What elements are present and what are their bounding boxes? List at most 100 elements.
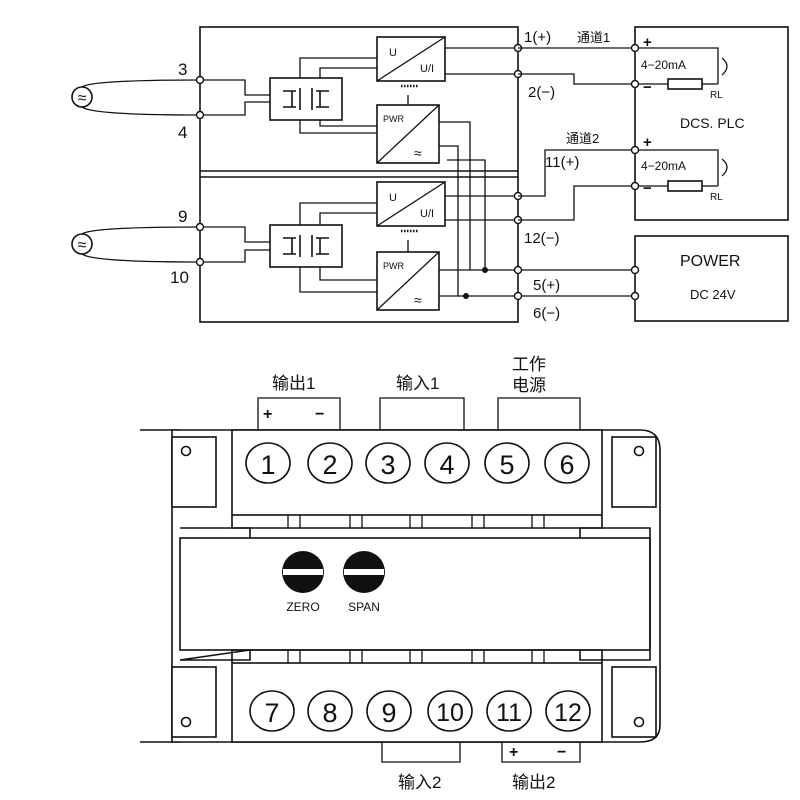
bracket-in2 <box>381 742 461 763</box>
plc-loop1-wire <box>635 47 719 84</box>
ac2-upper-lead <box>81 226 201 235</box>
ch1-pwr-wave: ≈ <box>414 145 422 161</box>
terminal-label-10: 10 <box>170 268 189 287</box>
group-label-out1: 输出1 <box>272 374 315 393</box>
plc-node <box>630 43 640 53</box>
top-terminal-block <box>231 429 603 516</box>
ch1-u-label: U <box>389 47 397 59</box>
terminal-number: 2 <box>322 450 337 480</box>
node-4 <box>195 110 205 120</box>
zero-potentiometer[interactable] <box>282 551 324 593</box>
terminal-number: 3 <box>380 450 395 480</box>
node-3 <box>195 75 205 85</box>
ch2-iso-to-pwr <box>299 267 377 293</box>
ch1-iso-to-u-2 <box>319 67 377 78</box>
ch2-minus-to-plc <box>518 185 635 221</box>
ch2-in-wire-b <box>200 249 270 263</box>
ch1-iso-to-pwr-2 <box>319 120 377 127</box>
plc-current-arrow-2 <box>721 158 728 177</box>
node-9 <box>195 222 205 232</box>
bottom-block-ribs <box>287 650 545 663</box>
plc-ch2-minus: − <box>643 180 652 197</box>
plc-ch2-plus: + <box>643 134 652 151</box>
ch2-pwr-diagonal <box>376 251 440 311</box>
span-potentiometer[interactable] <box>343 551 385 593</box>
zero-label: ZERO <box>286 600 319 614</box>
plc-node <box>630 181 640 191</box>
terminal-1[interactable]: 1 <box>245 442 291 484</box>
terminal-5[interactable]: 5 <box>484 442 530 484</box>
ch1-iso-to-pwr <box>299 120 377 134</box>
top-block-lip <box>231 515 603 529</box>
ch1-pwr-diagonal <box>376 104 440 164</box>
bracket-out1 <box>257 397 341 430</box>
ch1-in-wire-a <box>200 79 270 96</box>
ch1-isolator-symbol <box>283 88 329 110</box>
span-label: SPAN <box>348 600 380 614</box>
ch2-in-wire-a <box>200 226 270 243</box>
ch2-iso-to-u-2 <box>319 212 377 225</box>
plc-load-resistor-2 <box>667 180 703 192</box>
top-block-ribs <box>287 515 545 528</box>
terminal-3[interactable]: 3 <box>365 442 411 484</box>
terminal-label-2: 2(−) <box>528 84 555 101</box>
ch1-pwr-minus-rail <box>439 145 459 296</box>
ch1-in-wire-b <box>200 101 270 116</box>
terminal-label-5: 5(+) <box>533 277 560 294</box>
plc-rl-1: RL <box>710 90 723 101</box>
terminal-label-9: 9 <box>178 207 187 226</box>
junction-dot <box>463 293 469 299</box>
node-5 <box>513 265 523 275</box>
ac1-upper-lead <box>81 79 201 88</box>
power-node-minus <box>630 291 640 301</box>
terminal-12[interactable]: 12 <box>545 690 591 732</box>
out1-minus: − <box>315 406 324 423</box>
group-label-in2: 输入2 <box>398 773 441 792</box>
group-label-power-1: 工作 <box>512 355 546 374</box>
group-label-out2: 输出2 <box>512 773 555 792</box>
terminal-number: 9 <box>381 698 396 728</box>
bottom-block-lip <box>231 649 603 663</box>
terminal-4[interactable]: 4 <box>424 442 470 484</box>
ac-source-2: ≈ <box>71 226 201 263</box>
plc-box <box>634 26 789 221</box>
terminal-number: 6 <box>559 450 574 480</box>
screw-slot <box>344 569 384 575</box>
terminal-11[interactable]: 11 <box>486 690 532 732</box>
mount-tab-bottom-left <box>171 666 217 738</box>
group-label-power-2: 电源 <box>512 376 546 395</box>
plc-rl-2: RL <box>710 192 723 203</box>
terminal-6[interactable]: 6 <box>544 442 590 484</box>
plc-current-1: 4−20mA <box>641 58 686 72</box>
node-6 <box>513 291 523 301</box>
terminal-2[interactable]: 2 <box>307 442 353 484</box>
terminal-7[interactable]: 7 <box>249 690 295 732</box>
plc-current-2: 4−20mA <box>641 159 686 173</box>
ch2-ui-diagonal <box>376 181 446 227</box>
power-node-plus <box>630 265 640 275</box>
out2-plus: + <box>509 744 518 761</box>
ch2-plus-to-plc <box>518 149 635 197</box>
terminal-label-3: 3 <box>178 60 187 79</box>
ch1-iso-to-u <box>299 57 377 78</box>
mount-tab-top-right <box>611 436 657 508</box>
channel-1-label: 通道1 <box>577 30 610 45</box>
terminal-9[interactable]: 9 <box>366 690 412 732</box>
group-label-in1: 输入1 <box>396 374 439 393</box>
terminal-10[interactable]: 10 <box>427 690 473 732</box>
terminal-number: 10 <box>436 699 464 727</box>
terminal-number: 5 <box>499 450 514 480</box>
terminal-number: 7 <box>264 698 279 728</box>
bracket-out2 <box>501 742 581 763</box>
terminal-label-4: 4 <box>178 123 187 142</box>
plc-title: DCS. PLC <box>680 115 745 131</box>
terminal-number: 8 <box>322 698 337 728</box>
mount-hole <box>633 445 645 457</box>
terminal-8[interactable]: 8 <box>307 690 353 732</box>
bracket-in1 <box>379 397 465 430</box>
ch2-u-label: U <box>389 192 397 204</box>
junction-dot <box>482 267 488 273</box>
terminal-panel: 输出1 输入1 工作 电源 + − <box>140 355 661 792</box>
ac2-lower-lead <box>81 253 201 263</box>
mount-tab-bottom-right <box>611 666 657 738</box>
